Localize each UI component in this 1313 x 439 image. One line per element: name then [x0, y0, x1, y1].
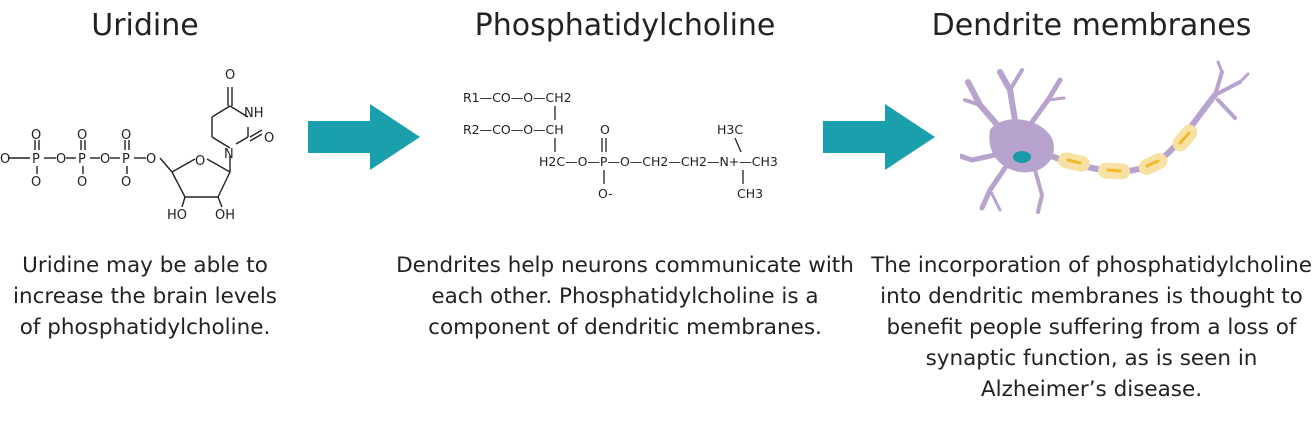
pc-row2: R2—CO—O—CH	[463, 122, 564, 137]
uridine-label: O	[56, 152, 66, 167]
uridine-label: O	[146, 152, 156, 167]
uridine-label: O	[77, 175, 87, 190]
uridine-label: O	[121, 128, 131, 143]
uridine-label: P	[78, 152, 86, 167]
right-arrow-icon	[308, 104, 420, 170]
pc-methyl-bottom: CH3	[737, 186, 763, 201]
uridine-label: O	[264, 131, 274, 146]
uridine-label: N	[224, 147, 234, 162]
uridine-structure: O NH O N O HO OH O O O O O O O O O O P P…	[0, 68, 274, 223]
pc-methyl-top: H3C	[717, 122, 743, 137]
uridine-label: O	[77, 128, 87, 143]
uridine-label: O	[195, 154, 205, 169]
uridine-label: O	[121, 175, 131, 190]
uridine-label: O	[31, 128, 41, 143]
uridine-caption: Uridine may be able to increase the brai…	[13, 253, 277, 340]
nucleus-icon	[1013, 151, 1031, 163]
pc-row3: H2C—O—P—O—CH2—CH2—N+—CH3	[539, 154, 778, 169]
uridine-label: P	[122, 152, 130, 167]
right-arrow-icon	[823, 104, 935, 170]
uridine-label: P	[32, 152, 40, 167]
dendrite-membranes-caption: The incorporation of phosphatidylcholine…	[871, 253, 1312, 402]
phosphatidylcholine-title: Phosphatidylcholine	[474, 8, 776, 43]
uridine-label: O	[225, 68, 235, 83]
uridine-label: OH	[215, 208, 235, 223]
uridine-label: O	[31, 175, 41, 190]
uridine-label: HO	[167, 208, 187, 223]
pc-phosphate-o-top: O	[600, 122, 610, 137]
neuron-illustration	[960, 60, 1250, 214]
pc-phosphate-o-bottom: O-	[598, 186, 613, 201]
phosphatidylcholine-caption: Dendrites help neurons communicate with …	[396, 253, 854, 340]
uridine-label: O	[0, 152, 10, 167]
dendrite-membranes-title: Dendrite membranes	[931, 8, 1252, 43]
uridine-label: O	[100, 152, 110, 167]
phosphatidylcholine-structure: R1—CO—O—CH2 R2—CO—O—CH H2C—O—P—O—CH2—CH2…	[463, 90, 778, 201]
uridine-label: NH	[244, 106, 264, 121]
uridine-title: Uridine	[91, 8, 199, 43]
pc-row1: R1—CO—O—CH2	[463, 90, 572, 105]
